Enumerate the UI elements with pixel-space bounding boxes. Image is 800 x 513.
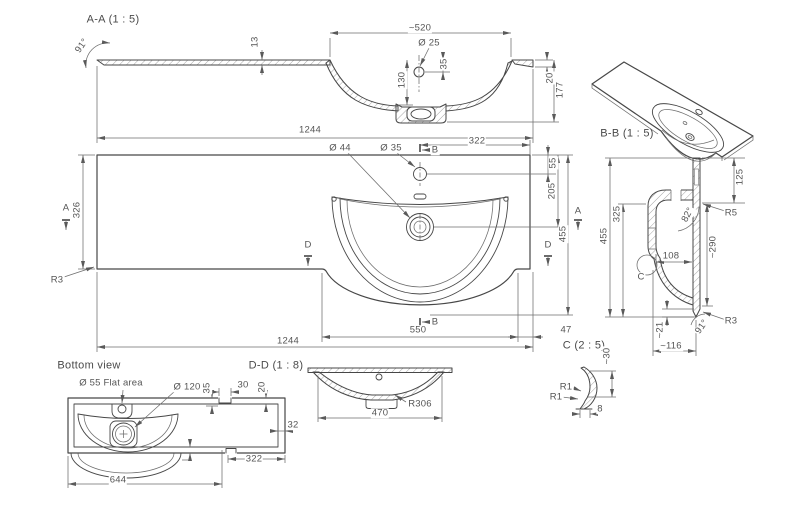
view-isometric [591, 61, 754, 162]
view-section-bb [605, 157, 745, 356]
view-bottom [67, 388, 293, 488]
drain-hole-plan [406, 213, 434, 241]
view-detail-c [561, 366, 616, 418]
flat-area-circle [117, 404, 127, 414]
view-section-aa [82, 31, 559, 143]
overflow-hole-dd [375, 373, 383, 381]
basin-rim-iso [651, 103, 725, 153]
drain-hole-bottom [112, 422, 135, 446]
drain-hole-iso [685, 133, 695, 141]
overflow-slot-plan [413, 193, 427, 200]
detail-c-circle [636, 254, 658, 276]
faucet-hole-iso [695, 108, 703, 116]
view-plan [62, 140, 582, 352]
faucet-boss-bottom [111, 403, 133, 419]
drain-boss-dd [365, 399, 398, 409]
view-section-dd [307, 367, 453, 422]
